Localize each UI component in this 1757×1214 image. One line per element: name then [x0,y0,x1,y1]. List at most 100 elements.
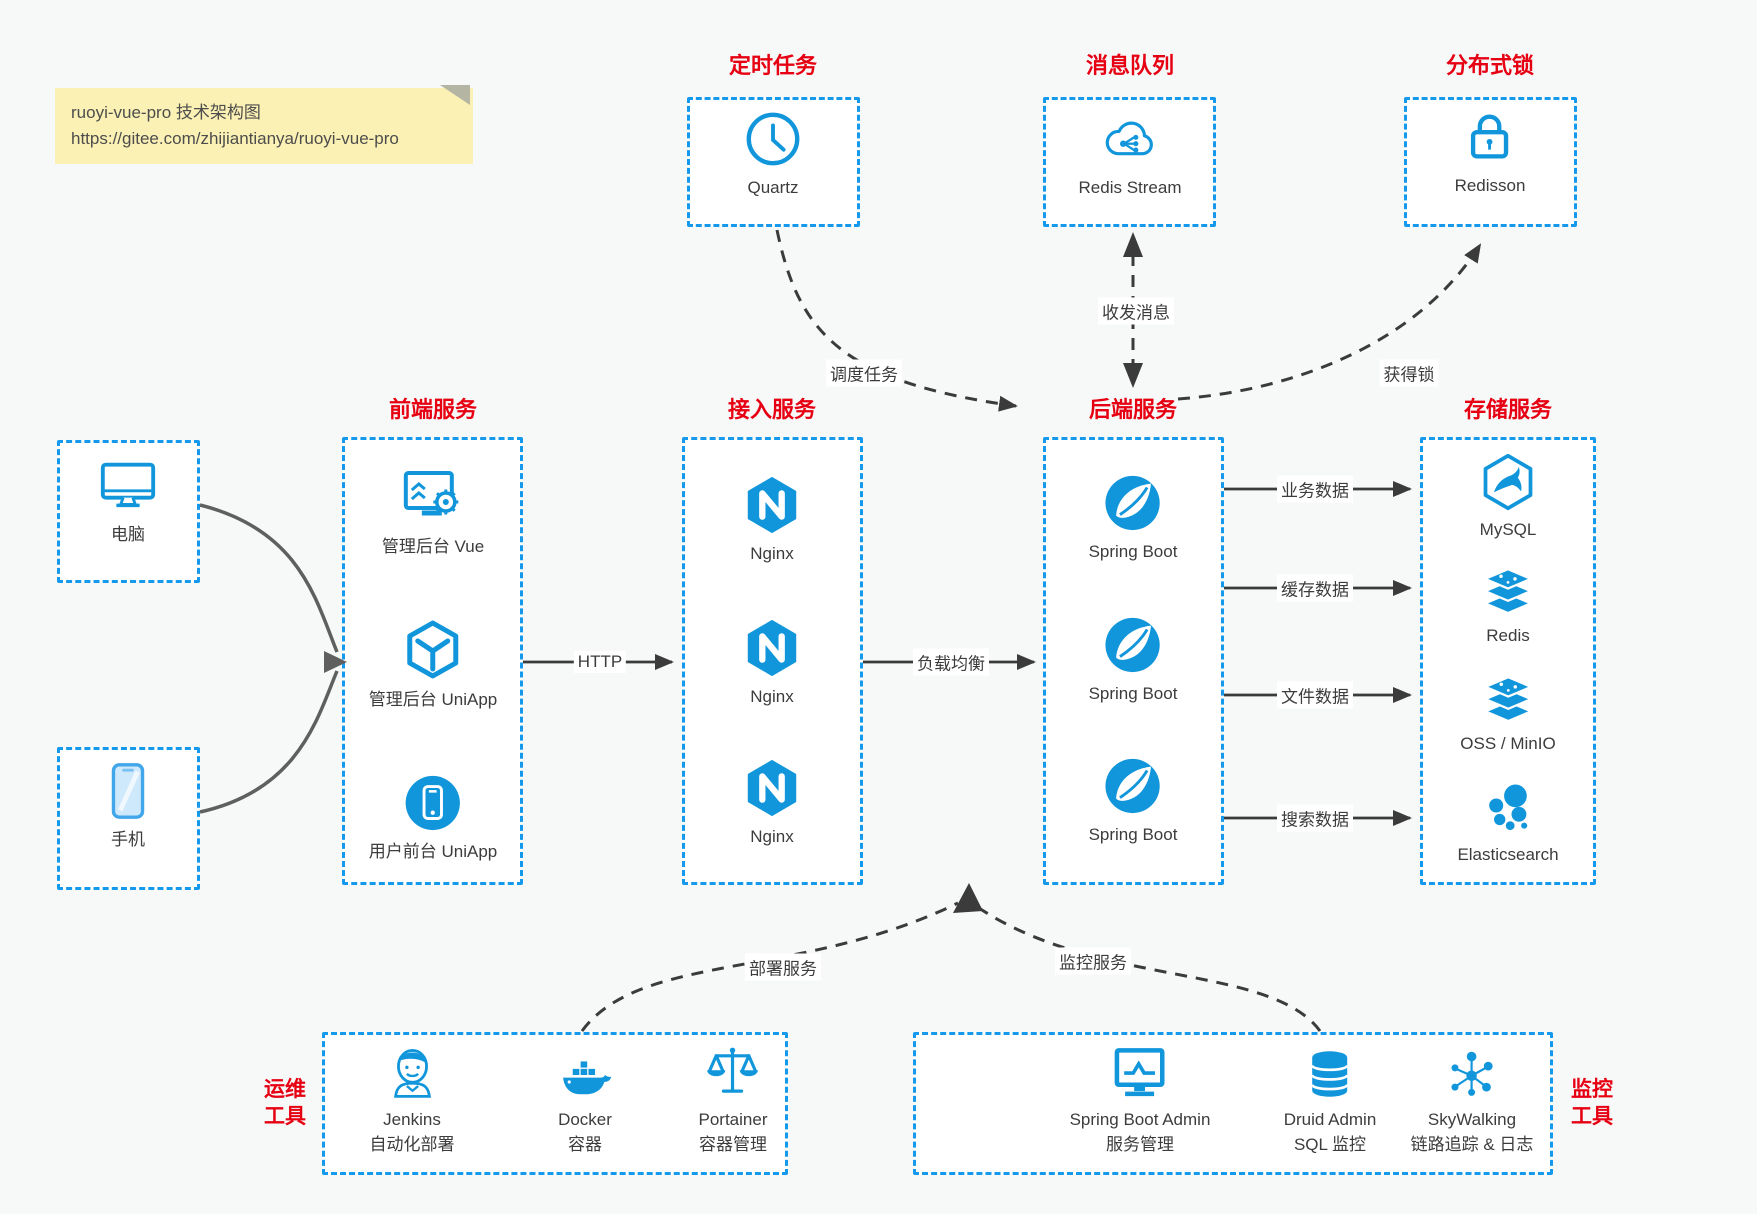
node-label: Nginx [750,544,794,563]
node-mysql: MySQL [1478,452,1538,540]
node-druid-admin: Druid Admin SQL 监控 [1283,1046,1377,1155]
node-nginx-3: Nginx [741,757,803,847]
node-spring-boot-1: Spring Boot [1088,472,1178,562]
node-label: Redisson [1454,176,1526,195]
edge-label-deploy: 部署服务 [745,953,821,981]
edge-label-search-data: 搜索数据 [1277,804,1353,832]
clock-icon [746,112,800,166]
node-client-pc: 电脑 [97,455,159,545]
node-label: 电脑 [111,525,145,544]
node-label: 管理后台 UniApp [368,690,498,709]
object-storage-icon [1482,676,1534,723]
elasticsearch-icon [1488,784,1527,830]
node-label: Redis [1486,626,1530,645]
edge-label-business-data: 业务数据 [1277,475,1353,503]
message-arrowhead-down [1123,363,1143,388]
node-spring-boot-2: Spring Boot [1088,614,1178,704]
edge-pc-to-frontend [199,503,339,653]
nginx-icon [747,476,797,534]
edge-label-lock: 获得锁 [1379,359,1439,387]
node-sublabel: 服务管理 [1106,1135,1174,1154]
edge-label-cache-data: 缓存数据 [1277,574,1353,602]
edge-label-file-data: 文件数据 [1277,681,1353,709]
node-sublabel: 链路追踪 & 日志 [1410,1135,1534,1154]
node-portainer: Portainer 容器管理 [698,1044,768,1155]
database-icon [1311,1051,1349,1097]
edge-monitor-service [975,904,1322,1032]
node-nginx-1: Nginx [741,474,803,564]
node-label: Nginx [750,687,794,706]
box-ops-tools [322,1032,788,1175]
desktop-icon [100,462,156,508]
redis-stack-icon [1482,568,1534,615]
group-title-scheduled-tasks: 定时任务 [728,53,818,78]
node-label: Quartz [747,178,799,197]
node-spring-boot-3: Spring Boot [1088,755,1178,845]
edge-label-schedule: 调度任务 [826,359,902,387]
uniapp-cube-icon [407,620,459,679]
jenkins-icon [393,1049,431,1098]
node-label: Spring Boot [1088,825,1178,844]
node-label: Nginx [750,827,794,846]
node-client-phone: 手机 [97,760,159,850]
node-label: Spring Boot [1088,684,1178,703]
group-title-frontend: 前端服务 [388,397,478,422]
node-sublabel: 容器管理 [698,1135,767,1154]
edge-phone-to-frontend [199,670,339,814]
mysql-icon [1483,453,1533,511]
edge-label-message: 收发消息 [1098,297,1174,325]
cloud-message-icon [1106,121,1154,156]
edge-label-monitor: 监控服务 [1055,947,1131,975]
node-label: Spring Boot Admin [1069,1110,1211,1129]
nginx-icon [747,619,797,677]
node-jenkins: Jenkins 自动化部署 [370,1042,455,1155]
docker-whale-icon [563,1061,612,1095]
message-arrowhead-up [1123,232,1143,257]
node-spring-boot-admin: Spring Boot Admin 服务管理 [1069,1044,1211,1155]
box-message-queue [1043,97,1216,227]
node-label: 手机 [111,830,145,849]
spring-icon [1105,475,1161,531]
node-sublabel: SQL 监控 [1293,1135,1367,1154]
node-elasticsearch: Elasticsearch [1457,781,1559,865]
node-redis: Redis [1480,566,1536,646]
edge-label-http: HTTP [573,651,627,673]
user-app-icon [405,775,461,831]
node-label: Redis Stream [1078,178,1182,197]
node-quartz: Quartz [742,108,804,198]
node-sublabel: 自动化部署 [369,1135,455,1154]
group-title-message-queue: 消息队列 [1085,53,1175,78]
node-label: Docker [558,1110,612,1129]
admin-vue-icon [404,471,459,516]
portainer-scales-icon [707,1047,759,1093]
topology-icon [1451,1051,1493,1096]
node-docker: Docker 容器 [557,1048,613,1155]
node-label: OSS / MinIO [1460,734,1556,753]
spring-icon [1105,617,1161,673]
group-title-distributed-lock: 分布式锁 [1445,53,1535,78]
nginx-icon [747,759,797,817]
node-redisson: Redisson [1454,106,1526,196]
group-title-ops-tools: 运维 工具 [264,1078,306,1128]
node-label: Portainer [698,1110,768,1129]
node-redis-stream: Redis Stream [1078,112,1182,198]
node-skywalking: SkyWalking 链路追踪 & 日志 [1410,1046,1534,1155]
merge-arrowhead-up [953,883,983,913]
node-label: SkyWalking [1427,1110,1517,1129]
box-monitor-tools [913,1032,1553,1175]
node-admin-vue: 管理后台 Vue [382,465,484,557]
node-label: 用户前台 UniApp [368,842,498,861]
sticky-note: ruoyi-vue-pro 技术架构图 https://gitee.com/zh… [55,88,473,164]
node-label: 管理后台 Vue [381,537,485,556]
node-label: Spring Boot [1088,542,1178,561]
note-url: https://gitee.com/zhijiantianya/ruoyi-vu… [71,129,399,148]
lock-icon [1471,114,1509,159]
node-label: Jenkins [383,1110,441,1129]
node-sublabel: 容器 [568,1135,602,1154]
note-fold-corner [440,85,470,105]
node-label: Druid Admin [1283,1110,1377,1129]
smartphone-icon [111,763,145,819]
note-title: ruoyi-vue-pro 技术架构图 [71,103,261,122]
box-storage [1420,437,1596,885]
